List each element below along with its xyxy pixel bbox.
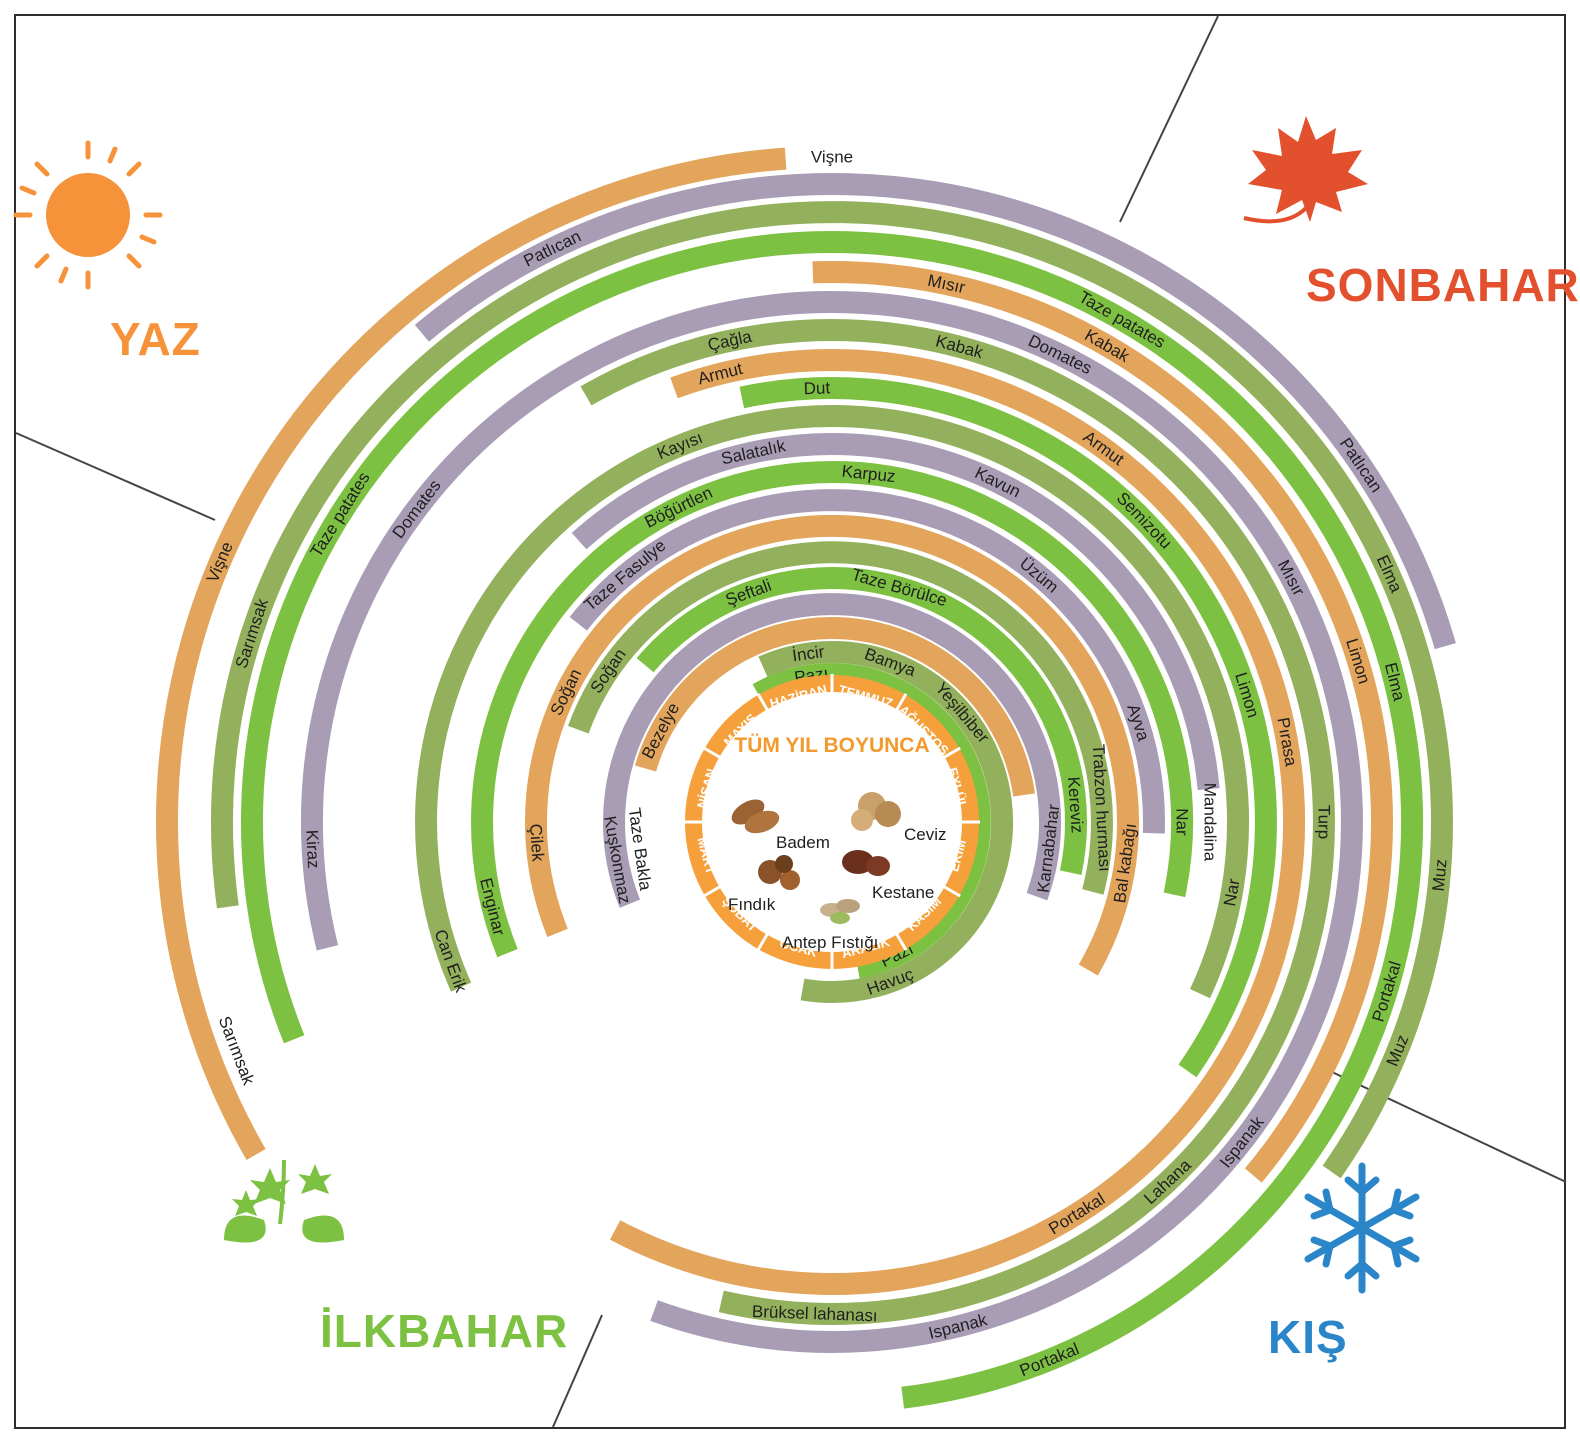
produce-arc [752, 663, 991, 979]
produce-arc [571, 433, 1220, 791]
produce-arc [812, 260, 1393, 1183]
produce-label: Ispanak [927, 1310, 990, 1343]
produce-label: Muz [1429, 858, 1451, 892]
walnut-icon [851, 792, 901, 831]
season-title-spring: İLKBAHAR [320, 1305, 569, 1357]
nut-label-almond: Badem [776, 833, 830, 852]
almond-icon [731, 799, 780, 834]
produce-label: Turp [1315, 805, 1334, 839]
produce-arc [525, 514, 1139, 976]
produce-arc [471, 461, 1194, 958]
produce-label: Portakal [1017, 1339, 1082, 1380]
divider-summer-autumn [1119, 15, 1219, 223]
produce-label: Nar [1173, 808, 1192, 836]
maple-leaf-icon [1243, 116, 1368, 224]
produce-label: Domates [389, 476, 445, 542]
produce-arc [569, 489, 1165, 834]
produce-label: Salatalık [720, 436, 788, 468]
produce-arc [636, 567, 1088, 875]
produce-arc [300, 290, 1363, 1353]
produce-arc [567, 541, 1113, 895]
divider-spring-winter [552, 1314, 603, 1428]
sun-icon [13, 140, 163, 290]
produce-arc [758, 641, 1014, 1003]
produce-arc [580, 319, 1335, 1326]
snowflake-icon [1304, 1162, 1420, 1294]
season-title-winter: KIŞ [1268, 1311, 1348, 1363]
produce-label: Kiraz [302, 829, 323, 869]
produce-label: Elma [1381, 661, 1409, 704]
season-title-autumn: SONBAHAR [1306, 259, 1580, 311]
season-title-summer: YAZ [110, 313, 201, 365]
produce-arcs [156, 147, 1456, 1409]
produce-label: Pırasa [1273, 716, 1300, 768]
produce-arc [240, 231, 1423, 1409]
hazelnut-icon [758, 855, 800, 890]
produce-arc [210, 201, 1453, 1179]
produce-label: Vişne [811, 148, 853, 167]
nut-label-hazelnut: Fındık [728, 895, 776, 914]
pistachio-icon [820, 899, 860, 924]
produce-label: Brüksel lahanası [752, 1302, 878, 1325]
produce-arc [739, 377, 1277, 1078]
produce-arc [415, 405, 1249, 999]
divider-summer-spring [15, 432, 216, 521]
produce-label: Mısır [926, 271, 967, 298]
produce-label: İncir [791, 642, 826, 665]
produce-label: Çilek [526, 823, 548, 863]
produce-label: Enginar [476, 876, 509, 938]
chestnut-icon [842, 850, 890, 876]
produce-arc [603, 593, 1062, 908]
produce-label: Portakal [1368, 959, 1404, 1024]
produce-arc [156, 147, 787, 1160]
produce-label: Can Erik [430, 927, 470, 995]
center-title: TÜM YIL BOYUNCA [734, 734, 929, 757]
produce-arc [609, 349, 1306, 1295]
nut-label-walnut: Ceviz [904, 825, 947, 844]
produce-label: Kereviz [1064, 776, 1087, 834]
sprout-icon [224, 1159, 344, 1243]
center-disc [702, 692, 962, 952]
produce-label: Mandalina [1201, 783, 1220, 862]
produce-label: Nar [1220, 877, 1244, 908]
produce-arc [634, 616, 1035, 797]
nut-label-pistachio: Antep Fıstığı [782, 933, 878, 952]
produce-label: Dut [803, 378, 830, 398]
produce-arc [414, 173, 1456, 650]
nut-label-chestnut: Kestane [872, 883, 934, 902]
